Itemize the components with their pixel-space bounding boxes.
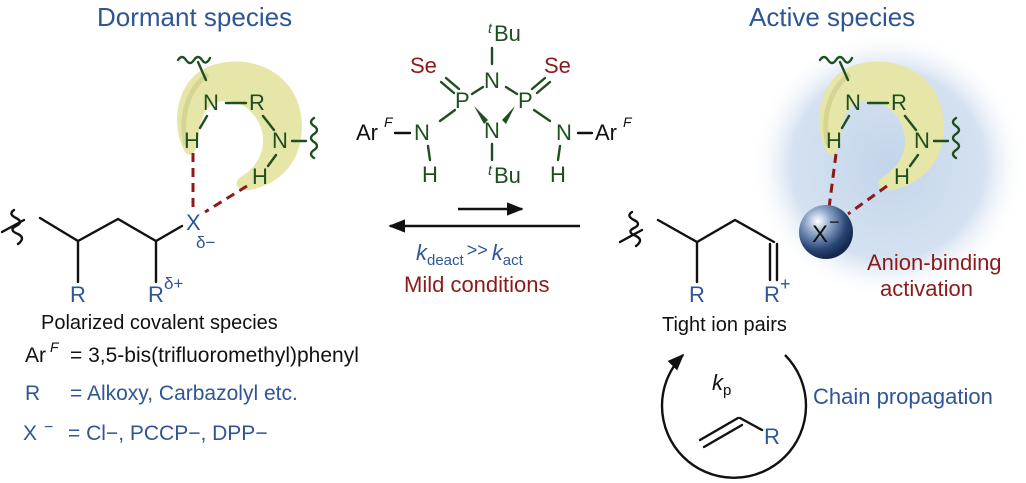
h-left: H <box>422 162 438 187</box>
dormant-species-title: Dormant species <box>97 2 292 32</box>
legend-r-definition: = Alkoxy, Carbazolyl etc. <box>70 382 298 405</box>
legend-x-label: X <box>23 422 37 445</box>
atom-n2: N <box>914 128 930 153</box>
tbu-bottom-prefix: t <box>488 162 493 178</box>
dormant-r2: R <box>148 282 164 307</box>
active-r1: R <box>689 282 705 307</box>
legend-arf-label: Ar <box>25 344 46 367</box>
tbu-bottom: Bu <box>494 163 521 188</box>
atom-n2: N <box>272 128 288 153</box>
dormant-catalyst: N R N H H <box>176 55 319 191</box>
atom-h1: H <box>184 128 200 153</box>
se-left: Se <box>410 53 437 78</box>
active-species-title: Active species <box>749 2 915 32</box>
legend-arf-definition: = 3,5-bis(trifluoromethyl)phenyl <box>70 344 359 367</box>
dormant-chain: R R δ+ X δ− Polarized covalent species <box>0 208 278 334</box>
kp-label: kp <box>712 370 731 399</box>
chain-propagation-label: Chain propagation <box>813 384 993 409</box>
propagation-cycle: kp R Chain propagation <box>660 353 993 480</box>
dormant-r1: R <box>70 282 86 307</box>
active-r2: R <box>764 282 780 307</box>
arf-left: Ar <box>356 120 378 145</box>
catalyst-crescent-shape <box>819 61 944 191</box>
active-chain: R R + Tight ion pairs <box>618 210 791 336</box>
n-right: N <box>556 120 572 145</box>
legend-x-sup: − <box>44 419 53 436</box>
hydrogen-bond-2 <box>847 184 888 216</box>
atom-n1: N <box>203 90 219 115</box>
legend: Ar F = 3,5-bis(trifluoromethyl)phenyl R … <box>23 339 359 445</box>
rate-expression: kdeact>>kact <box>416 240 524 269</box>
p-right: P <box>518 88 533 113</box>
legend-x-definition: = Cl−, PCCP−, DPP− <box>68 422 268 445</box>
anion-binding-label: Anion-binding <box>867 250 1002 275</box>
anion-charge: − <box>829 212 840 232</box>
arf-left-sup: F <box>384 114 394 130</box>
activation-label: activation <box>880 276 973 301</box>
arf-right-sup: F <box>623 114 633 130</box>
monomer-r: R <box>764 424 780 449</box>
legend-arf-sup: F <box>50 339 60 355</box>
n-left: N <box>414 120 430 145</box>
atom-h2: H <box>252 164 268 189</box>
atom-h2: H <box>894 164 910 189</box>
dormant-caption: Polarized covalent species <box>41 312 278 334</box>
n-bottom: N <box>484 118 500 143</box>
p-left: P <box>455 88 470 113</box>
active-catalyst: N R N H H <box>818 55 961 191</box>
tbu-top: Bu <box>494 21 521 46</box>
catalyst-crescent-shape <box>177 61 302 191</box>
arf-right: Ar <box>595 120 617 145</box>
anion-label: X <box>812 221 828 248</box>
h-right: H <box>550 162 566 187</box>
hydrogen-bond-1 <box>827 153 838 209</box>
anion-sphere: X − <box>799 205 853 259</box>
mild-conditions-label: Mild conditions <box>404 272 550 297</box>
dormant-x-charge: δ− <box>196 233 215 252</box>
atom-r: R <box>249 90 265 115</box>
dormant-x: X <box>186 210 201 235</box>
dormant-r2-charge: δ+ <box>164 274 183 293</box>
legend-r-label: R <box>25 382 40 405</box>
atom-r: R <box>891 90 907 115</box>
se-right: Se <box>544 53 571 78</box>
tbu-top-prefix: t <box>488 20 493 36</box>
equilibrium-arrows: kdeact>>kact Mild conditions <box>388 202 580 297</box>
atom-n1: N <box>845 90 861 115</box>
hydrogen-bond-2 <box>204 184 248 214</box>
n-top: N <box>484 68 500 93</box>
atom-h1: H <box>826 128 842 153</box>
center-catalyst-structure: t Bu N Se Se P P N t Bu N N Ar F Ar F H … <box>356 20 633 188</box>
active-caption: Tight ion pairs <box>662 314 787 336</box>
active-r2-charge: + <box>780 274 791 294</box>
propagation-cycle-arrow <box>660 353 808 480</box>
